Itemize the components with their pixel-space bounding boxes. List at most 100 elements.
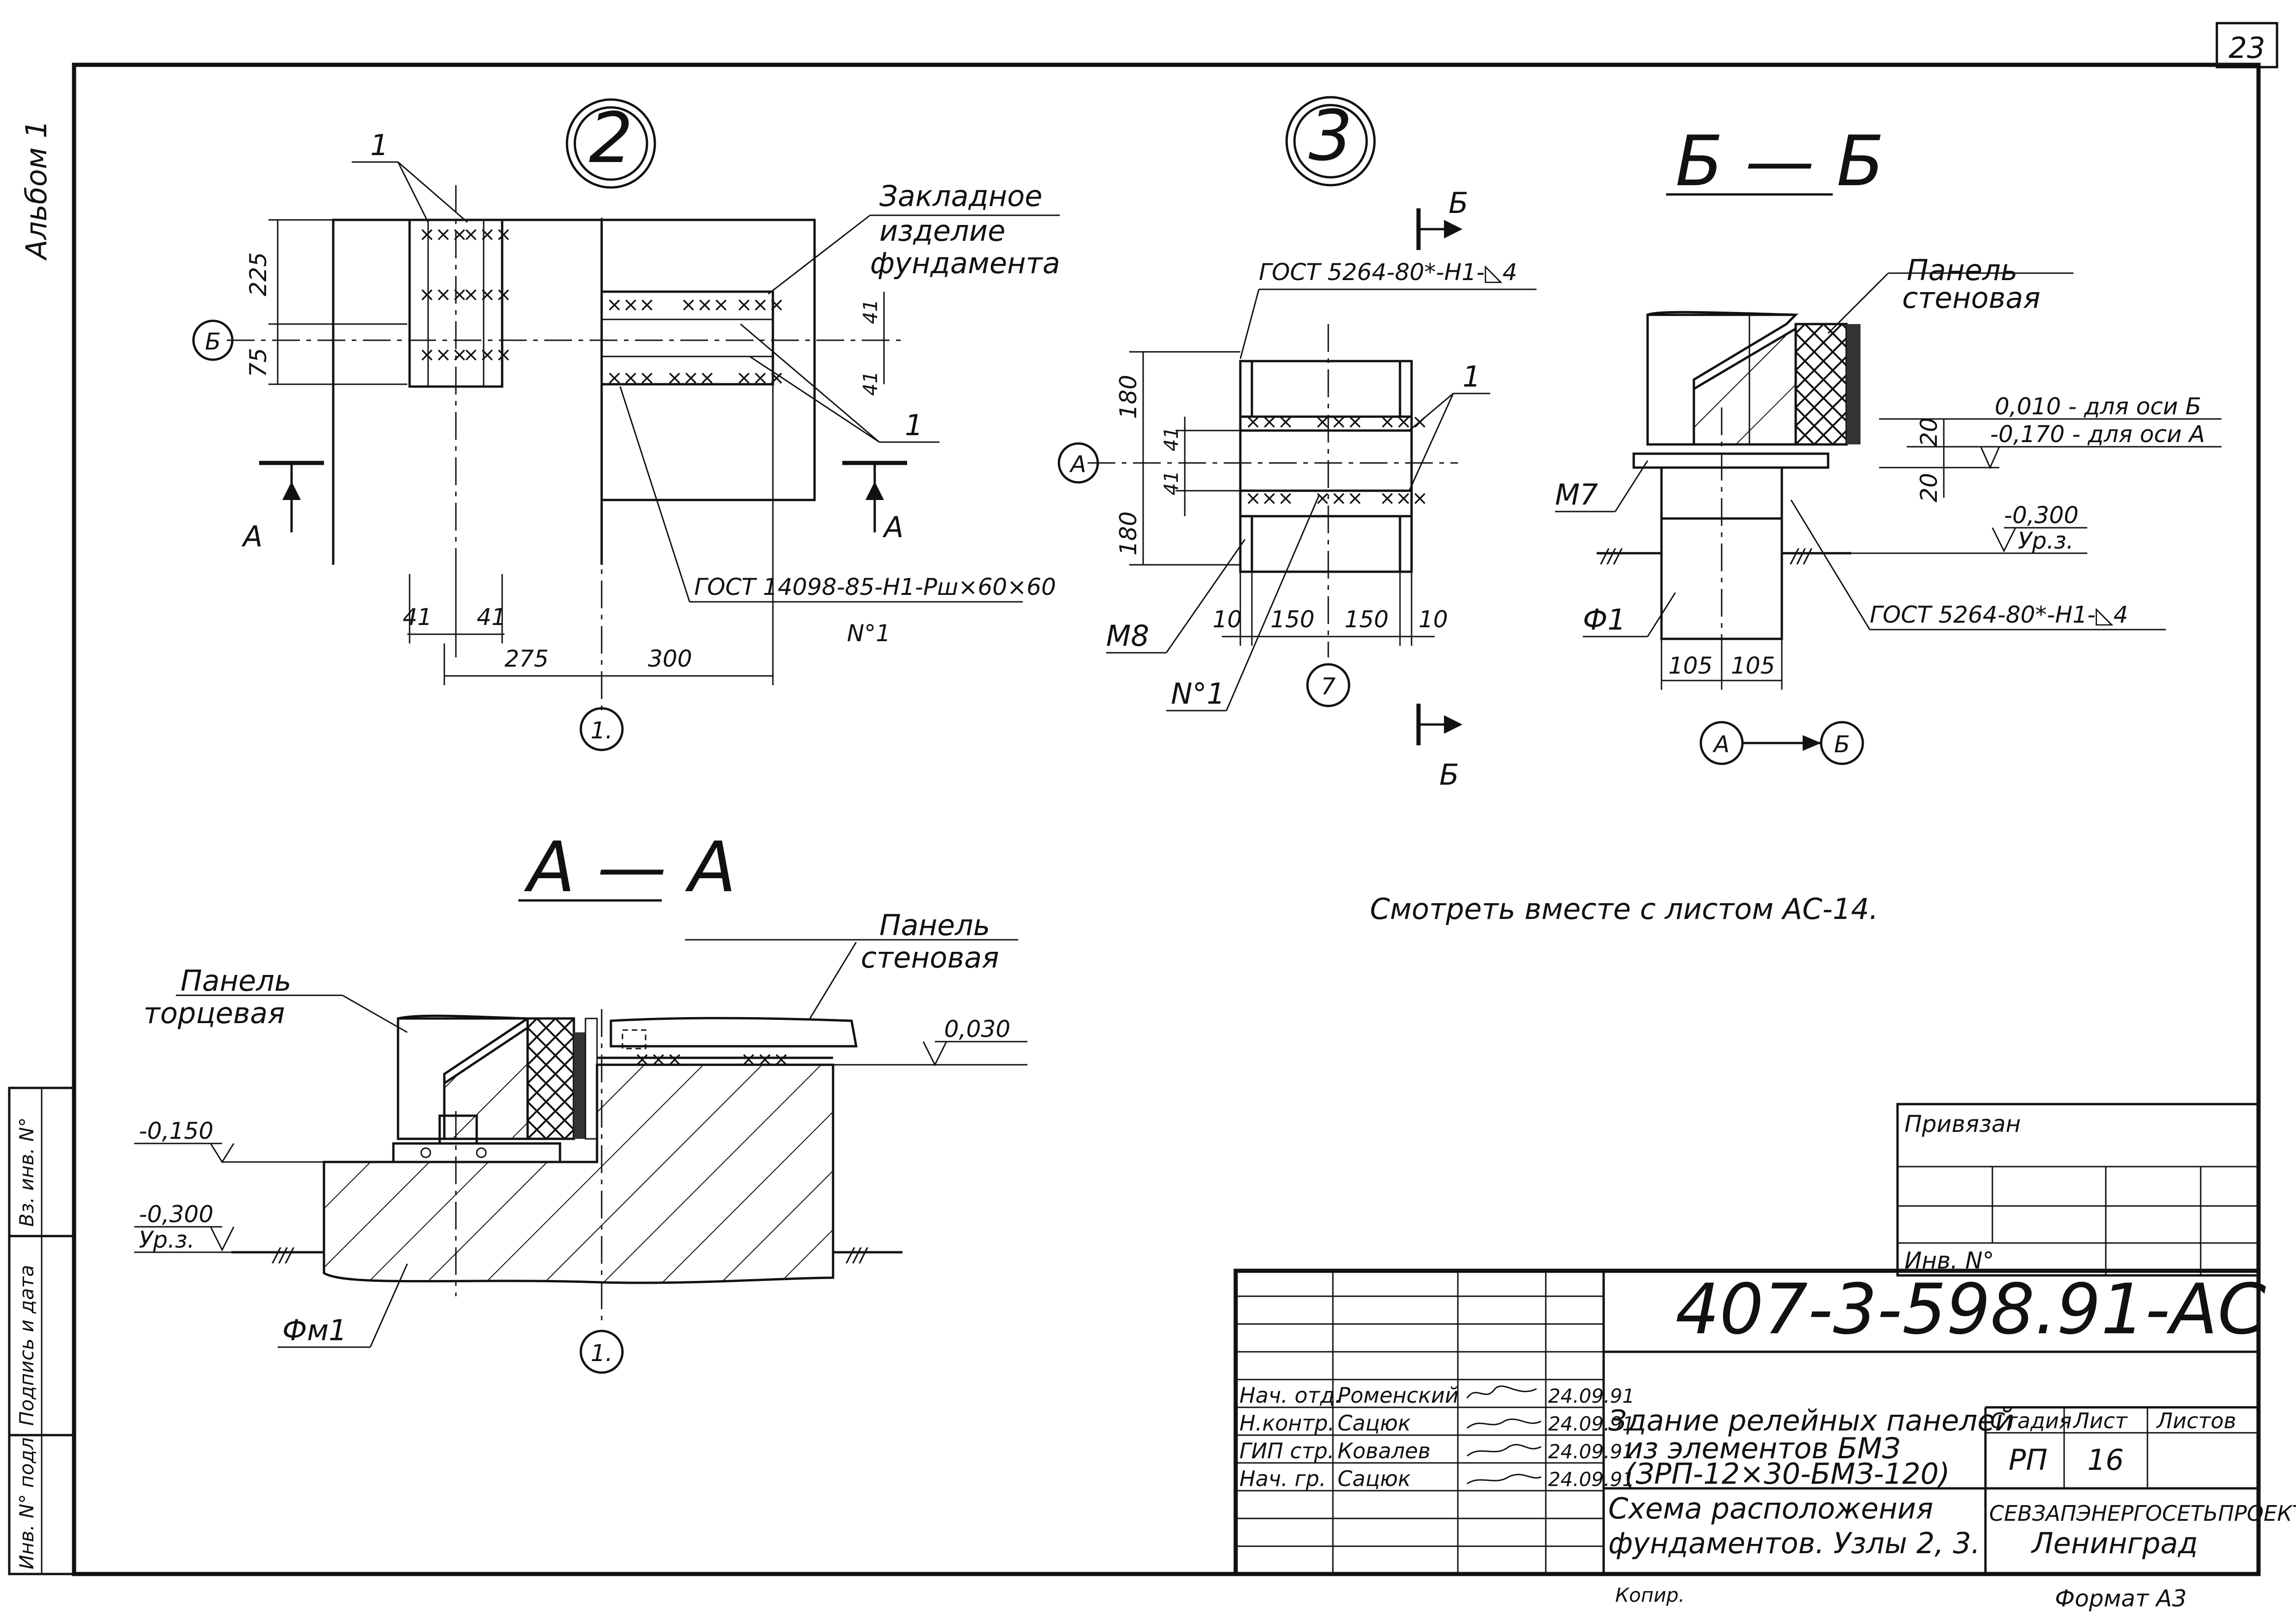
stamp-inv-orig: Инв. N° подл.: [15, 1431, 38, 1570]
svg-text:×××: ×××: [1245, 410, 1294, 433]
node-3-outer-circle: [1285, 96, 1376, 187]
tb-name-4: Сацюк: [1338, 1466, 1411, 1491]
svg-text:×××: ×××: [666, 366, 716, 389]
section-bb: Б — Б /// /// 0,010 - для оси Б -0,170 -…: [1555, 121, 2221, 765]
node-2-gost: ГОСТ 14098-85-Н1-Рш×60×60: [694, 574, 1056, 600]
section-aa-title: А — А: [524, 827, 736, 908]
section-bb-panel-2: стеновая: [1902, 281, 2041, 315]
svg-text:×××: ×××: [463, 223, 512, 245]
node-2-item: N°1: [847, 620, 890, 647]
section-bb-level-3: -0,300: [2004, 502, 2078, 529]
sheet-frame: 23 Альбом 1: [19, 22, 2278, 1576]
tb-name-3: Ковалев: [1338, 1438, 1431, 1463]
svg-text:×××: ×××: [419, 223, 468, 245]
node-3-axis-a-bubble: [1058, 442, 1099, 484]
note-see-also: Смотреть вместе с листом АС-14.: [1370, 892, 1879, 926]
section-aa-level-3: -0,300: [139, 1201, 213, 1228]
node-3-dim-10-a: 10: [1213, 606, 1242, 633]
node-3-top-plate: [1239, 360, 1413, 418]
node-2-outer-circle: [566, 98, 656, 189]
section-aa-axis-1: 1.: [591, 1340, 613, 1367]
section-aa-level-1: 0,030: [944, 1016, 1010, 1043]
section-bb-panel-1: Панель: [1907, 253, 2017, 287]
svg-text:×××: ×××: [463, 343, 512, 366]
section-bb-insulation: [1794, 323, 1848, 446]
section-aa-end-panel-2: торцевая: [143, 996, 285, 1030]
tb-sheet: 16: [2087, 1443, 2124, 1477]
node-2-dim-75: 75: [245, 348, 272, 377]
node-2-axis-b: Б: [205, 328, 221, 355]
tb-building-1: Здание релейных панелей: [1608, 1404, 2014, 1437]
section-bb-dim-105-b: 105: [1731, 652, 1775, 679]
tb-role-4: Нач. гр.: [1239, 1466, 1326, 1491]
node-2-inner-circle: [573, 106, 648, 181]
sheet-number: 23: [2229, 31, 2265, 65]
node-2-number: 2: [589, 98, 633, 179]
node-3-item: N°1: [1171, 677, 1225, 711]
section-bb-level-2: -0,170 - для оси А: [1990, 421, 2205, 448]
node-3-dim-150-b: 150: [1344, 606, 1388, 633]
tb-name-1: Роменский: [1338, 1383, 1459, 1408]
svg-text:×××: ×××: [419, 283, 468, 306]
svg-text:×××: ×××: [606, 293, 655, 316]
album-label: Альбом 1: [19, 120, 53, 261]
svg-text:×××: ×××: [680, 293, 729, 316]
svg-text:///: ///: [271, 1243, 294, 1266]
node-3-dim-180-a: 180: [1115, 375, 1142, 419]
section-bb-gost: ГОСТ 5264-80*-Н1-◺4: [1870, 601, 2128, 628]
tb-date-4: 24.09.91: [1548, 1468, 1635, 1491]
section-aa-insulation: [526, 1017, 575, 1140]
section-aa-level-2: -0,150: [139, 1118, 213, 1144]
signature-3: [1467, 1444, 1542, 1457]
node-3-dim-41-a: 41: [1160, 427, 1182, 451]
node-2-dim-300: 300: [648, 645, 692, 672]
svg-text:×××: ×××: [736, 293, 785, 316]
binding-table: Привязан Инв. N°: [1896, 1103, 2260, 1277]
section-aa-wall-panel-1: Панель: [879, 908, 990, 942]
binding-title: Привязан: [1904, 1111, 2021, 1137]
tb-building-2: из элементов БМЗ: [1624, 1431, 1900, 1465]
node-3-number: 3: [1308, 96, 1352, 176]
section-bb-panel-hatch: [1692, 326, 1797, 446]
section-aa-wall-panel-2: стеновая: [861, 941, 999, 974]
svg-text:×××: ×××: [736, 366, 785, 389]
doc-code: 407-3-598.91-АС: [1675, 1269, 2266, 1350]
node-3-dim-180-b: 180: [1115, 512, 1142, 556]
node-2-dim-41-d: 41: [477, 604, 506, 631]
section-bb-dim-20-b: 20: [1916, 473, 1942, 502]
section-aa-axis-1-bubble: [579, 1330, 624, 1374]
node-2-column: [332, 219, 603, 565]
node-2-horizontal-plate: [600, 290, 774, 386]
tb-role-1: Нач. отд.: [1239, 1383, 1342, 1408]
tb-org: СЕВЗАПЭНЕРГОСЕТЬПРОЕКТ: [1989, 1501, 2296, 1526]
node-3: 3 Б Б ××× ××× ××× ××× ××× ××× А: [1058, 96, 1537, 792]
node-3-m8: М8: [1106, 619, 1149, 653]
tb-sheet-header: Лист: [2072, 1408, 2128, 1433]
section-bb-dim-105-a: 105: [1668, 652, 1712, 679]
tb-role-3: ГИП стр.: [1239, 1438, 1334, 1463]
tb-date-1: 24.09.91: [1548, 1385, 1635, 1407]
side-stamp: Вз. инв. N° Подпись и дата Инв. N° подл.: [8, 1087, 75, 1575]
section-bb-level-1: 0,010 - для оси Б: [1995, 393, 2201, 420]
node-2-embedded-label-1: Закладное: [879, 179, 1042, 213]
node-3-inner-circle: [1293, 104, 1368, 179]
node-2-foundation: [602, 219, 816, 501]
tb-drawing-2: фундаментов. Узлы 2, 3.: [1608, 1526, 1980, 1560]
node-3-axis-7-bubble: [1306, 663, 1350, 707]
svg-text:×××: ×××: [463, 283, 512, 306]
svg-text:///: ///: [1599, 544, 1623, 567]
node-3-dim-150-a: 150: [1270, 606, 1314, 633]
node-2: 2 ××× ××× ××× ××× ××× ××× ××× ××× ××× ××…: [192, 98, 1060, 751]
tb-date-2: 24.09.91: [1548, 1412, 1635, 1435]
tb-date-3: 24.09.91: [1548, 1440, 1635, 1463]
node-2-embedded-label-3: фундамента: [870, 246, 1060, 280]
node-2-dim-41-a: 41: [859, 300, 882, 324]
node-3-section-top: Б: [1449, 186, 1468, 220]
section-bb-axis-b: Б: [1834, 731, 1850, 758]
svg-text:×××: ×××: [419, 343, 468, 366]
stamp-sign-date: Подпись и дата: [15, 1265, 38, 1426]
svg-text:×××: ×××: [1314, 410, 1363, 433]
node-2-embedded-label-2: изделие: [879, 214, 1005, 248]
section-bb-dim-20-a: 20: [1916, 417, 1942, 447]
